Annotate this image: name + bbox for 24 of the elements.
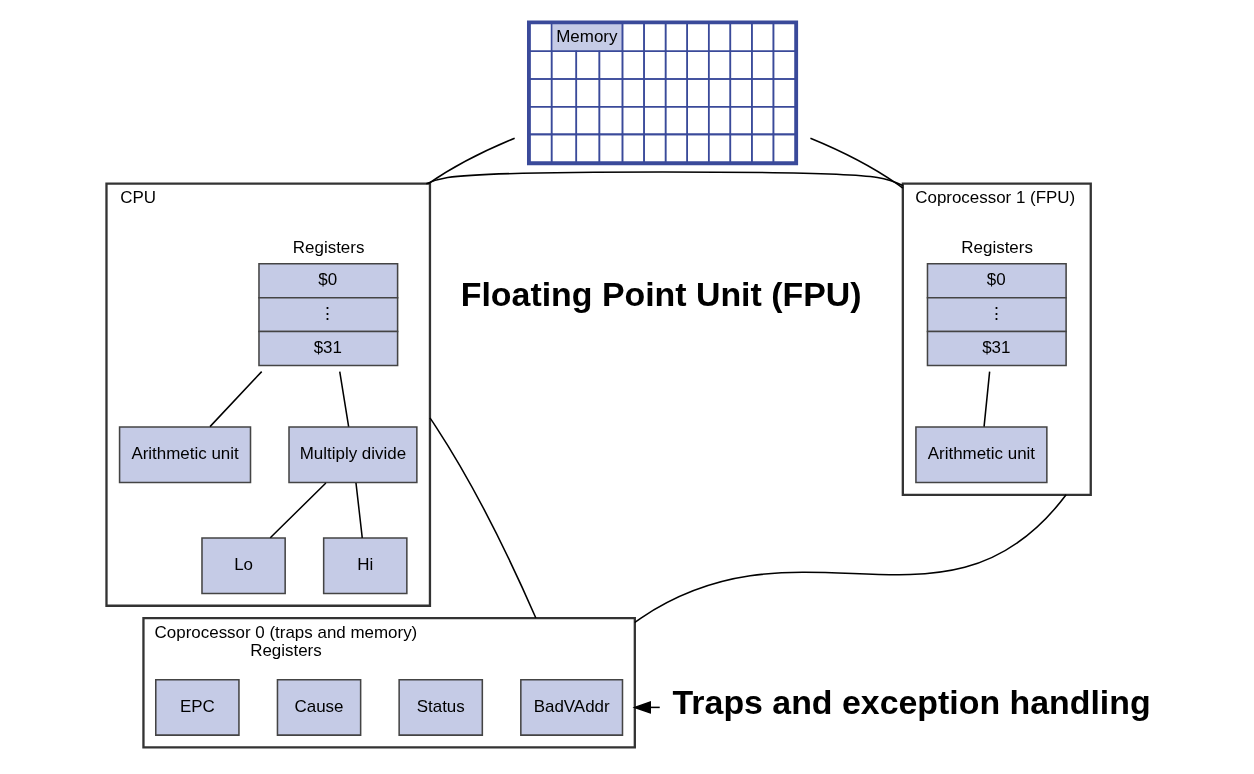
node-text: Traps and exception handling bbox=[672, 683, 1151, 722]
connector bbox=[425, 171, 904, 187]
node-label: Registers bbox=[960, 237, 1033, 257]
node-box: Arithmetic unit bbox=[118, 426, 251, 484]
connector bbox=[354, 482, 363, 539]
node-label: Registers bbox=[292, 237, 364, 257]
connector bbox=[633, 494, 1067, 624]
connector bbox=[338, 370, 349, 428]
label: Floating Point Unit (FPU) bbox=[460, 275, 862, 314]
node-box: Cause bbox=[276, 678, 361, 736]
node-box: Arithmetic unit bbox=[914, 426, 1048, 484]
connector bbox=[269, 482, 327, 539]
node-box: EPC bbox=[154, 678, 240, 736]
node-box: Status bbox=[397, 678, 483, 736]
connector bbox=[428, 417, 537, 619]
connector bbox=[427, 137, 515, 185]
connector bbox=[982, 370, 990, 428]
node-box: BadVAddr bbox=[519, 678, 623, 736]
node-box: Hi bbox=[322, 537, 408, 595]
connector bbox=[809, 137, 904, 189]
connector bbox=[208, 370, 262, 428]
node-box: Multiply divide bbox=[287, 426, 418, 484]
arrow bbox=[632, 700, 660, 714]
node-box: Lo bbox=[200, 537, 286, 595]
